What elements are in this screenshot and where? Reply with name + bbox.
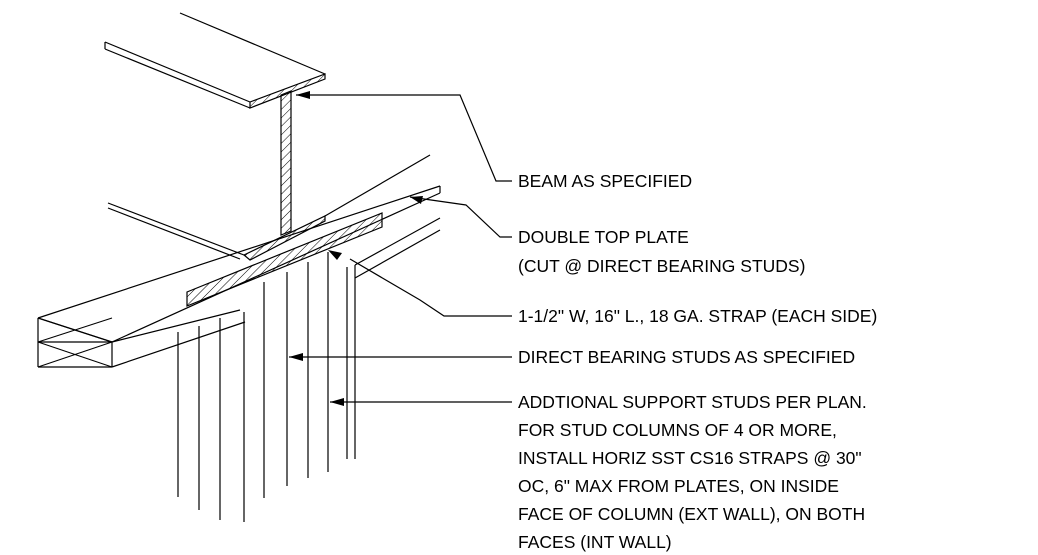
callout-line: DOUBLE TOP PLATE <box>518 227 689 247</box>
callout-line: DIRECT BEARING STUDS AS SPECIFIED <box>518 347 855 367</box>
callout-beam: BEAM AS SPECIFIED <box>518 171 692 191</box>
callout-line: 1-1/2" W, 16" L., 18 GA. STRAP (EACH SID… <box>518 306 877 326</box>
beam-bottom-flange <box>107 154 431 261</box>
callout-line: (CUT @ DIRECT BEARING STUDS) <box>518 256 805 276</box>
beam-web <box>280 90 292 236</box>
callout-line: BEAM AS SPECIFIED <box>518 171 692 191</box>
callout-top-plate: DOUBLE TOP PLATE (CUT @ DIRECT BEARING S… <box>518 227 805 276</box>
callout-direct-studs: DIRECT BEARING STUDS AS SPECIFIED <box>518 347 855 367</box>
callout-line: ADDTIONAL SUPPORT STUDS PER PLAN. <box>518 392 867 412</box>
studs <box>177 252 356 522</box>
callout-line: FOR STUD COLUMNS OF 4 OR MORE, <box>518 420 837 440</box>
callout-line: FACE OF COLUMN (EXT WALL), ON BOTH <box>518 504 865 524</box>
leader-direct-studs <box>289 353 512 361</box>
callout-strap: 1-1/2" W, 16" L., 18 GA. STRAP (EACH SID… <box>518 306 877 326</box>
beam-top-flange <box>104 12 326 109</box>
leader-beam <box>296 91 512 182</box>
callout-additional-studs: ADDTIONAL SUPPORT STUDS PER PLAN. FOR ST… <box>518 392 872 552</box>
callout-line: FACES (INT WALL) <box>518 532 672 552</box>
callout-line: INSTALL HORIZ SST CS16 STRAPS @ 30" <box>518 448 862 468</box>
leader-top-plate <box>409 196 512 238</box>
leader-additional-studs <box>330 398 512 406</box>
leader-strap <box>328 250 512 317</box>
callout-line: OC, 6" MAX FROM PLATES, ON INSIDE <box>518 476 839 496</box>
strap <box>186 212 383 307</box>
